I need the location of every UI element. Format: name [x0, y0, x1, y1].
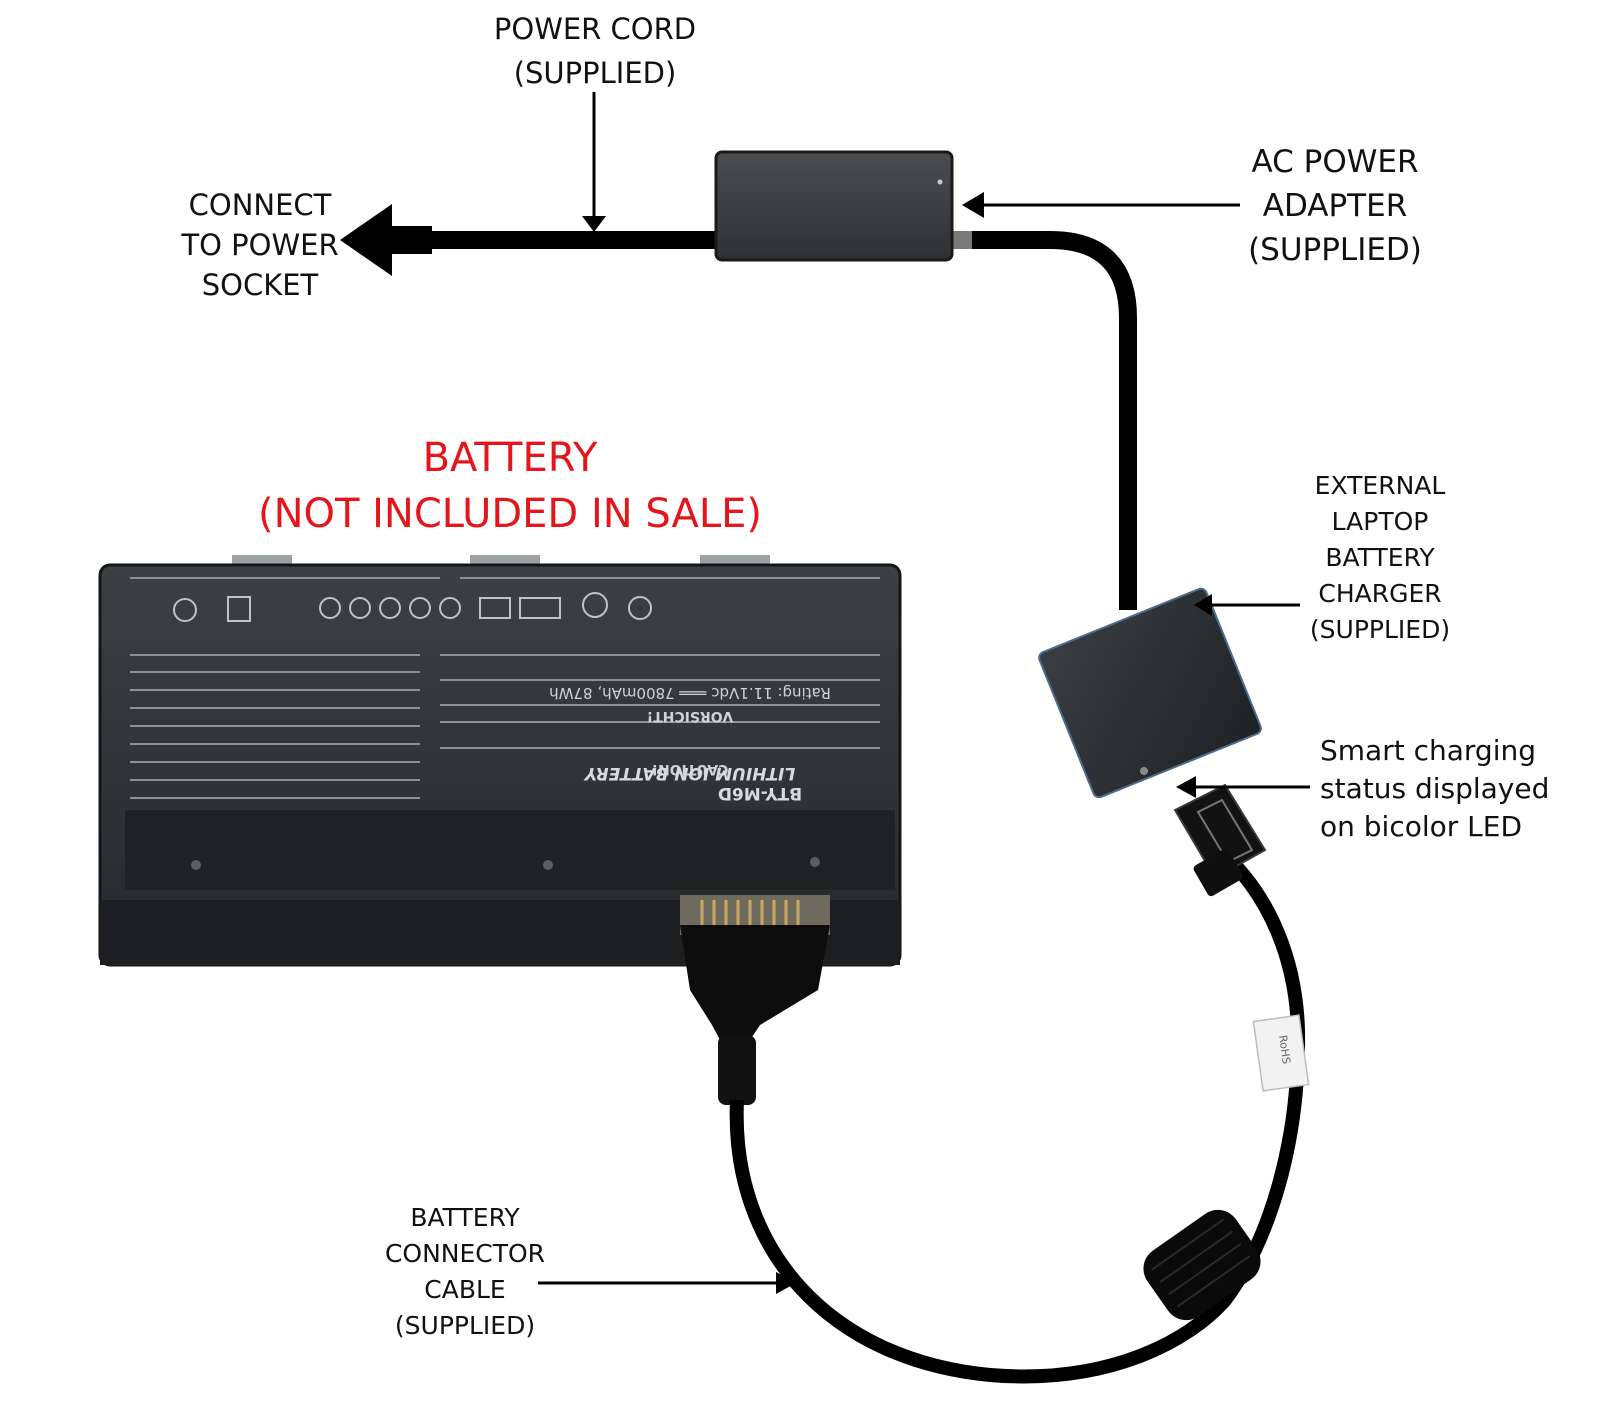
pointer-arrows [538, 92, 1310, 1294]
dc-cable [944, 231, 1137, 610]
adapter-arrow-icon [962, 192, 1240, 218]
status-led [1140, 767, 1148, 775]
battery-model-text: BTY-M6D [718, 783, 802, 803]
power-cord-label: POWER CORD (SUPPLIED) [470, 10, 720, 92]
battery-regulatory-icons [173, 592, 652, 622]
battery-fine-print [130, 577, 880, 799]
smart-led-label-line: status displayed [1320, 772, 1550, 805]
smart-led-label-line: on bicolor LED [1320, 810, 1523, 843]
power-cord-label-line: (SUPPLIED) [513, 56, 677, 90]
power-cord-label-line: POWER CORD [493, 12, 697, 46]
battery-caution-text: CAUTION! [652, 761, 729, 777]
ac-adapter-label-line: ADAPTER [1262, 188, 1408, 224]
ac-power-adapter [714, 150, 954, 262]
power-cord [392, 226, 716, 254]
connect-socket-label-line: SOCKET [201, 268, 319, 302]
connector-cable-label-line: BATTERY [410, 1203, 520, 1232]
charger-plug [1173, 783, 1267, 897]
battery-connector-cable: RoHS [680, 855, 1310, 1384]
power-cord-arrow-icon [582, 92, 606, 232]
battery-type-text: LITHIUM ION BATTERY [583, 763, 795, 783]
charger-arrow-icon [1194, 594, 1300, 616]
battery-label: BATTERY (NOT INCLUDED IN SALE) [250, 430, 770, 542]
battery-vorsicht-text: VORSICHT! [647, 708, 734, 724]
external-charger-label-line: BATTERY [1325, 543, 1435, 572]
external-charger-label-line: (SUPPLIED) [1309, 615, 1451, 644]
cable-arrow-icon [538, 1272, 796, 1294]
led-arrow-icon [1176, 776, 1310, 798]
smart-led-label-line: Smart charging [1320, 734, 1536, 767]
connect-socket-label-line: CONNECT [188, 188, 332, 222]
external-charger [1038, 587, 1267, 897]
socket-arrow-icon [340, 204, 392, 276]
external-charger-label-line: LAPTOP [1331, 507, 1429, 536]
connect-socket-label: CONNECT TO POWER SOCKET [160, 185, 360, 305]
battery-label-line: (NOT INCLUDED IN SALE) [257, 491, 763, 537]
connect-socket-label-line: TO POWER [181, 228, 339, 262]
smart-led-label: Smart charging status displayed on bicol… [1320, 732, 1590, 846]
external-charger-label-line: EXTERNAL [1314, 471, 1446, 500]
battery-rating-text: Rating: 11.1Vdc ═══ 7800mAh, 87Wh [549, 684, 831, 702]
laptop-battery: CAUTION! VORSICHT! Rating: 11.1Vdc ═══ 7… [98, 555, 902, 967]
connector-cable-label-line: CONNECTOR [384, 1239, 546, 1268]
connector-cable-label: BATTERY CONNECTOR CABLE (SUPPLIED) [355, 1200, 575, 1344]
external-charger-label-line: CHARGER [1318, 579, 1442, 608]
connector-cable-label-line: CABLE [424, 1275, 506, 1304]
ferrite-core [1143, 1209, 1261, 1321]
connector-cable-label-line: (SUPPLIED) [394, 1311, 536, 1340]
battery-label-line: BATTERY [422, 435, 598, 481]
ac-adapter-label: AC POWER ADAPTER (SUPPLIED) [1220, 140, 1450, 272]
ac-adapter-label-line: AC POWER [1251, 144, 1419, 180]
ac-adapter-label-line: (SUPPLIED) [1248, 232, 1422, 268]
external-charger-label: EXTERNAL LAPTOP BATTERY CHARGER (SUPPLIE… [1280, 468, 1480, 648]
cable-tag: RoHS [1252, 1014, 1310, 1092]
cable-tag-text: RoHS [1276, 1034, 1293, 1065]
